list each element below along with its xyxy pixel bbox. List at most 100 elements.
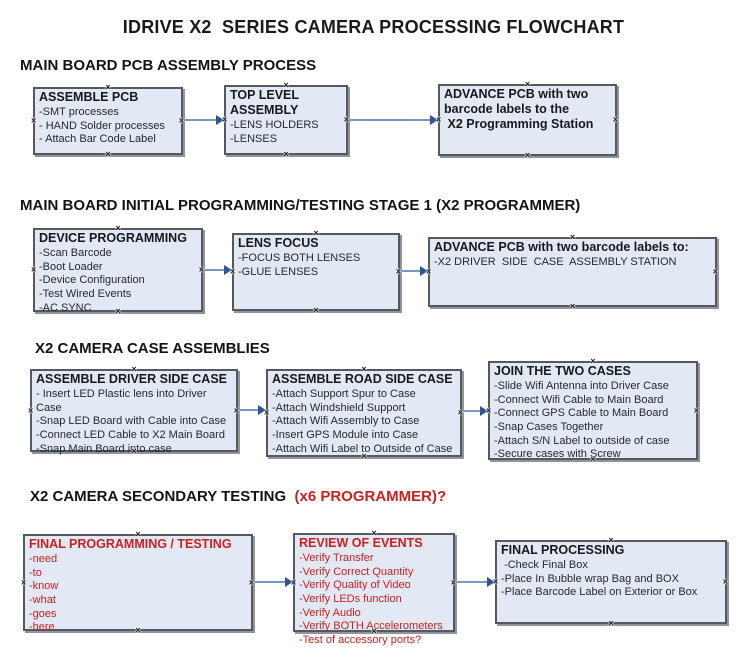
connection-point-icon: × xyxy=(291,577,297,587)
box-title: LENS FOCUS xyxy=(238,236,319,250)
section-header-pcb-assembly: MAIN BOARD PCB ASSEMBLY PROCESS xyxy=(20,57,317,74)
connector-arrow xyxy=(253,577,293,587)
connection-point-icon: × xyxy=(426,266,432,277)
box-title: FINAL PROCESSING xyxy=(501,543,625,557)
flow-box-advance-pcb-driver-side: × × × × ADVANCE PCB with two barcode lab… xyxy=(426,233,718,311)
box-item: - Attach Bar Code Label xyxy=(39,133,156,146)
connection-point-icon: × xyxy=(131,446,137,456)
box-item: -LENSES xyxy=(230,132,278,145)
connection-point-icon: × xyxy=(222,114,228,125)
box-item: -Verify Correct Quantity xyxy=(299,565,414,578)
box-item-list: -Check Final Box -Place In Bubble wrap B… xyxy=(501,559,721,600)
connection-point-icon: × xyxy=(31,115,37,126)
flow-box-assemble-pcb: × × × × ASSEMBLE PCB -SMT processes - HA… xyxy=(31,83,184,159)
box-item: -Place In Bubble wrap Bag and BOX xyxy=(501,572,679,585)
box-item: -Attach Wifi Label to Outside of Case xyxy=(272,442,453,455)
box-title: ADVANCE PCB with two barcode labels to t… xyxy=(444,87,594,131)
box-item: -Connect Wifi Cable to Main Board xyxy=(494,393,664,406)
connection-point-icon: × xyxy=(712,266,718,277)
flow-box-advance-pcb-programming-station: × × × × ADVANCE PCB with two barcode lab… xyxy=(436,80,618,160)
box-item-list: -LENS HOLDERS -LENSES xyxy=(230,119,342,146)
connection-point-icon: × xyxy=(361,364,367,374)
connection-point-icon: × xyxy=(693,405,699,415)
section-header-initial-programming: MAIN BOARD INITIAL PROGRAMMING/TESTING S… xyxy=(20,197,581,214)
box-item: -goes xyxy=(29,607,57,620)
connector-arrow xyxy=(400,266,428,276)
box-item: -Verify Quality of Video xyxy=(299,579,411,592)
connector-arrow xyxy=(462,406,488,416)
connection-point-icon: × xyxy=(131,364,137,374)
flow-box-final-processing: × × × × FINAL PROCESSING -Check Final Bo… xyxy=(493,536,728,628)
box-item: -Attach Support Spur to Case xyxy=(272,388,416,400)
box-item: -Connect LED Cable to X2 Main Board xyxy=(36,428,225,441)
connection-point-icon: × xyxy=(264,407,270,418)
box-title: FINAL PROGRAMMING / TESTING xyxy=(29,537,232,551)
connection-point-icon: × xyxy=(436,114,442,125)
box-item: -Verify Audio xyxy=(299,606,361,619)
box-title: ASSEMBLE PCB xyxy=(39,90,139,104)
connection-point-icon: × xyxy=(283,80,289,90)
arrowhead-icon xyxy=(430,115,438,125)
connector-line xyxy=(400,270,423,272)
box-item: -Scan Barcode xyxy=(39,247,112,259)
connection-point-icon: × xyxy=(371,528,377,538)
flow-box-assemble-driver-side-case: × × × × ASSEMBLE DRIVER SIDE CASE - Inse… xyxy=(28,365,239,456)
connector-line xyxy=(183,119,219,121)
box-item: -Test of accessory ports? xyxy=(299,633,422,646)
box-item: - Insert LED Plastic lens into Driver Ca… xyxy=(36,388,210,414)
box-item-list: -FOCUS BOTH LENSES -GLUE LENSES xyxy=(238,252,394,279)
connection-point-icon: × xyxy=(371,626,377,636)
box-item: -know xyxy=(29,580,59,593)
box-item: -to xyxy=(29,566,42,579)
connector-line xyxy=(348,119,433,121)
connection-point-icon: × xyxy=(361,451,367,461)
connection-point-icon: × xyxy=(198,264,204,275)
connection-point-icon: × xyxy=(135,529,141,539)
connection-point-icon: × xyxy=(395,266,401,277)
box-item: -here xyxy=(29,621,55,634)
connector-arrow xyxy=(455,577,495,587)
page-title: IDRIVE X2 SERIES CAMERA PROCESSING FLOWC… xyxy=(122,17,625,37)
connection-point-icon: × xyxy=(493,576,499,587)
box-item: -AC SYNC xyxy=(39,301,92,314)
connector-arrow xyxy=(348,115,438,125)
connection-point-icon: × xyxy=(486,405,492,415)
box-title: JOIN THE TWO CASES xyxy=(494,364,631,378)
box-title: ADVANCE PCB with two barcode labels to: xyxy=(434,240,689,254)
box-item: -LENS HOLDERS xyxy=(230,119,319,131)
connector-line xyxy=(462,410,483,412)
box-item: -Snap Cases Together xyxy=(494,420,604,433)
connection-point-icon: × xyxy=(590,454,596,464)
connection-point-icon: × xyxy=(612,114,618,125)
connector-arrow xyxy=(238,405,266,415)
box-item: -Attach S/N Label to outside of case xyxy=(494,434,670,447)
connection-point-icon: × xyxy=(343,114,349,125)
box-title: TOP LEVEL ASSEMBLY xyxy=(230,88,302,117)
box-item: -Secure cases with Screw xyxy=(494,448,621,461)
connection-point-icon: × xyxy=(569,232,576,242)
connection-point-icon: × xyxy=(28,405,34,415)
box-item: -Connect GPS Cable to Main Board xyxy=(494,407,669,420)
box-item: -Test Wired Events xyxy=(39,287,132,300)
connection-point-icon: × xyxy=(230,266,236,277)
section-header-case-assemblies: X2 CAMERA CASE ASSEMBLIES xyxy=(35,340,270,357)
section-header-text: X2 CAMERA SECONDARY TESTING xyxy=(30,488,291,505)
connection-point-icon: × xyxy=(135,625,141,635)
flow-box-review-of-events: × × × × REVIEW OF EVENTS -Verify Transfe… xyxy=(291,529,456,646)
box-item: -GLUE LENSES xyxy=(238,265,319,278)
box-item: -Attach Wifi Assembly to Case xyxy=(272,415,420,428)
box-title: ASSEMBLE ROAD SIDE CASE xyxy=(272,372,453,386)
flow-box-device-programming: × × × × DEVICE PROGRAMMING -Scan Barcode… xyxy=(31,224,204,316)
box-item-list: -need -to -know -what -goes -here xyxy=(29,553,247,635)
box-item-list: -SMT processes - HAND Solder processes -… xyxy=(39,106,177,147)
connection-point-icon: × xyxy=(178,115,184,126)
connector-line xyxy=(455,581,490,583)
flow-box-final-programming-testing: × × × × FINAL PROGRAMMING / TESTING -nee… xyxy=(21,530,254,635)
connection-point-icon: × xyxy=(608,535,614,545)
connection-point-icon: × xyxy=(608,618,614,628)
box-title: ASSEMBLE DRIVER SIDE CASE xyxy=(36,372,228,386)
connection-point-icon: × xyxy=(115,306,121,316)
flow-box-top-level-assembly: × × × × TOP LEVEL ASSEMBLY -LENS HOLDERS… xyxy=(222,81,349,159)
connection-point-icon: × xyxy=(450,577,456,587)
